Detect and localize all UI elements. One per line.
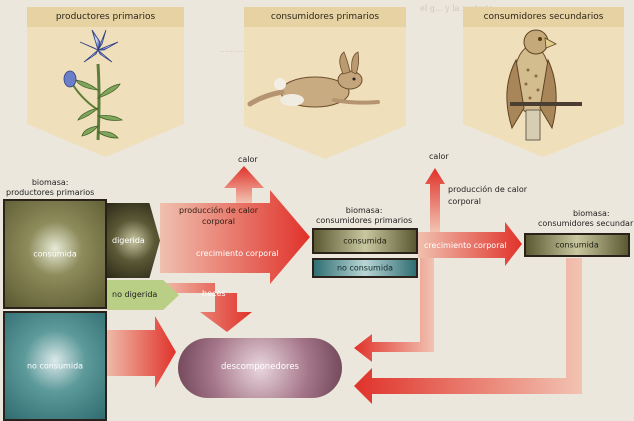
producer-not-consumed-label: no consumida <box>26 361 84 371</box>
primary-consumed-label: consumida <box>343 236 387 246</box>
secondary-consumer-biomass-title: biomasa: consumidores secundarios <box>538 209 634 228</box>
secondary-consumed-label: consumida <box>555 240 599 250</box>
feces-arrow <box>160 283 252 332</box>
not-consumed-to-decomposers-arrow <box>104 316 176 388</box>
heat-production-label-secondary: producción de calor corporal <box>448 185 528 206</box>
not-digested-box <box>107 280 179 310</box>
producer-biomass-title: biomasa: productores primarios <box>6 178 95 197</box>
background-text: el g... y la materia ... <box>420 4 504 13</box>
digested-label: digerida <box>112 236 145 245</box>
digested-box <box>107 203 160 278</box>
heat-production-label-primary: producción de calor corporal <box>179 206 259 226</box>
heat-label-secondary: calor <box>429 152 449 161</box>
hawk-illustration <box>506 29 582 141</box>
flow-to-primary-arrow <box>160 190 310 284</box>
primary-not-consumed-label: no consumida <box>336 263 394 273</box>
primary-to-decomposers-arrow <box>354 258 434 362</box>
producers-label: productores primarios <box>27 7 184 27</box>
producer-consumed-box: consumida <box>3 199 107 309</box>
secondary-consumed-box: consumida <box>524 233 630 257</box>
primary-consumers-label: consumidores primarios <box>244 7 406 27</box>
growth-label-primary: crecimiento corporal <box>196 249 279 258</box>
producer-consumed-label: consumida <box>33 249 77 259</box>
primary-consumer-biomass-title: biomasa: consumidores primarios <box>316 206 413 225</box>
heat-arrow-primary <box>224 166 264 203</box>
decomposers-label: descomponedores <box>221 362 299 372</box>
primary-consumed-box: consumida <box>312 228 418 254</box>
not-digested-label: no digerida <box>112 290 158 299</box>
flower-illustration <box>63 29 124 141</box>
feces-label: heces <box>202 289 226 298</box>
rabbit-illustration <box>247 51 380 108</box>
heat-label-primary: calor <box>238 155 258 164</box>
secondary-consumers-label: consumidores secundarios <box>463 7 624 27</box>
heat-arrow-secondary <box>425 168 445 232</box>
flow-to-secondary-arrow <box>418 222 522 266</box>
growth-label-secondary: crecimiento corporal <box>424 241 507 250</box>
producer-not-consumed-box: no consumida <box>3 311 107 421</box>
secondary-to-decomposers-arrow <box>354 258 582 404</box>
decomposers-node <box>178 338 342 398</box>
primary-not-consumed-box: no consumida <box>312 258 418 278</box>
